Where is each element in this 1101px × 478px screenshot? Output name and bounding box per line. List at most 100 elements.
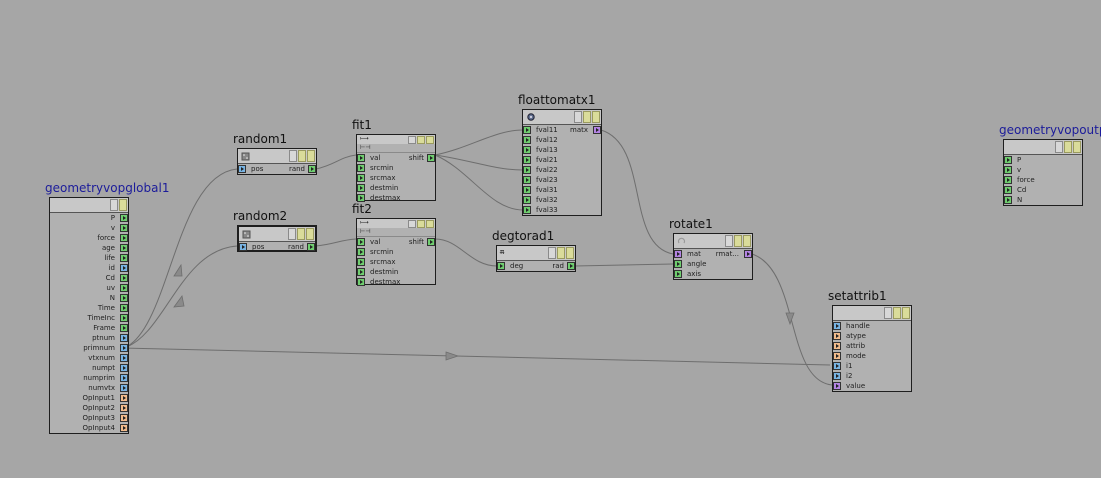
- port-label: deg: [510, 262, 524, 270]
- output-port-opinput3[interactable]: [120, 414, 128, 422]
- input-port-fval22[interactable]: [523, 166, 531, 174]
- input-port-fval23[interactable]: [523, 176, 531, 184]
- output-port-vtxnum[interactable]: [120, 354, 128, 362]
- output-port-ptnum[interactable]: [120, 334, 128, 342]
- input-port-fval12[interactable]: [523, 136, 531, 144]
- node-rotate1[interactable]: rotate1 mat rmat... angle axis: [669, 217, 753, 280]
- rotate-icon: [677, 237, 686, 244]
- port-row: mat rmat...: [674, 249, 752, 259]
- output-port-n[interactable]: [120, 294, 128, 302]
- input-port-attrib[interactable]: [833, 342, 841, 350]
- output-port-numprim[interactable]: [120, 374, 128, 382]
- input-port-angle[interactable]: [674, 260, 682, 268]
- output-port-numvtx[interactable]: [120, 384, 128, 392]
- port-label: fval31: [536, 186, 558, 194]
- port-label: pos: [251, 165, 264, 173]
- node-header[interactable]: [1004, 140, 1082, 155]
- input-port-axis[interactable]: [674, 270, 682, 278]
- output-port-shift[interactable]: [427, 238, 435, 246]
- node-header[interactable]: ⟼: [357, 219, 435, 228]
- node-header[interactable]: [523, 110, 601, 125]
- output-port-p[interactable]: [120, 214, 128, 222]
- output-port-matx[interactable]: [593, 126, 601, 134]
- node-header[interactable]: [239, 227, 315, 242]
- node-header[interactable]: [238, 149, 316, 164]
- output-port-primnum[interactable]: [120, 344, 128, 352]
- input-port-fval13[interactable]: [523, 146, 531, 154]
- input-port-n[interactable]: [1004, 196, 1012, 204]
- input-port-atype[interactable]: [833, 332, 841, 340]
- input-port-srcmin[interactable]: [357, 164, 365, 172]
- input-port-i1[interactable]: [833, 362, 841, 370]
- port-row: id: [50, 263, 128, 273]
- port-row: life: [50, 253, 128, 263]
- output-port-id[interactable]: [120, 264, 128, 272]
- input-port-fval21[interactable]: [523, 156, 531, 164]
- wire-arrow-upper: [173, 263, 183, 277]
- output-port-age[interactable]: [120, 244, 128, 252]
- range-arrow-icon: ⟼: [360, 219, 369, 226]
- input-port-i2[interactable]: [833, 372, 841, 380]
- input-port-cd[interactable]: [1004, 186, 1012, 194]
- output-port-rand[interactable]: [308, 165, 316, 173]
- input-port-val[interactable]: [357, 154, 365, 162]
- node-header[interactable]: [674, 234, 752, 249]
- node-header[interactable]: [833, 306, 911, 321]
- output-port-opinput1[interactable]: [120, 394, 128, 402]
- output-port-life[interactable]: [120, 254, 128, 262]
- port-label: numprim: [83, 374, 115, 382]
- input-port-destmax[interactable]: [357, 278, 365, 286]
- output-port-numpt[interactable]: [120, 364, 128, 372]
- node-header[interactable]: π̶: [497, 246, 575, 261]
- output-port-force[interactable]: [120, 234, 128, 242]
- output-port-shift[interactable]: [427, 154, 435, 162]
- input-port-deg[interactable]: [497, 262, 505, 270]
- input-port-v[interactable]: [1004, 166, 1012, 174]
- input-port-value[interactable]: [833, 382, 841, 390]
- output-port-time[interactable]: [120, 304, 128, 312]
- input-port-p[interactable]: [1004, 156, 1012, 164]
- port-label: angle: [687, 260, 707, 268]
- output-port-cd[interactable]: [120, 274, 128, 282]
- node-random2[interactable]: random2 pos rand: [233, 209, 317, 252]
- input-port-fval32[interactable]: [523, 196, 531, 204]
- output-port-opinput4[interactable]: [120, 424, 128, 432]
- output-port-opinput2[interactable]: [120, 404, 128, 412]
- input-port-pos[interactable]: [239, 243, 247, 251]
- input-port-fval33[interactable]: [523, 206, 531, 214]
- output-port-rmat[interactable]: [744, 250, 752, 258]
- output-port-rand[interactable]: [307, 243, 315, 251]
- input-port-destmax[interactable]: [357, 194, 365, 202]
- wire-arrow-setattrib: [785, 312, 795, 326]
- input-port-destmin[interactable]: [357, 184, 365, 192]
- input-port-fval11[interactable]: [523, 126, 531, 134]
- output-port-timeinc[interactable]: [120, 314, 128, 322]
- port-label: i2: [846, 372, 853, 380]
- output-port-uv[interactable]: [120, 284, 128, 292]
- input-port-val[interactable]: [357, 238, 365, 246]
- input-port-mat[interactable]: [674, 250, 682, 258]
- port-row: OpInput2: [50, 403, 128, 413]
- input-port-srcmin[interactable]: [357, 248, 365, 256]
- input-port-srcmax[interactable]: [357, 258, 365, 266]
- input-port-mode[interactable]: [833, 352, 841, 360]
- node-degtorad1[interactable]: degtorad1 π̶ deg rad: [492, 229, 576, 272]
- output-port-frame[interactable]: [120, 324, 128, 332]
- input-port-fval31[interactable]: [523, 186, 531, 194]
- input-port-srcmax[interactable]: [357, 174, 365, 182]
- node-header[interactable]: ⟼: [357, 135, 435, 144]
- node-header[interactable]: [50, 198, 128, 213]
- input-port-force[interactable]: [1004, 176, 1012, 184]
- output-port-rad[interactable]: [567, 262, 575, 270]
- input-port-destmin[interactable]: [357, 268, 365, 276]
- input-port-pos[interactable]: [238, 165, 246, 173]
- node-random1[interactable]: random1 pos rand: [233, 132, 317, 175]
- input-port-handle[interactable]: [833, 322, 841, 330]
- output-port-v[interactable]: [120, 224, 128, 232]
